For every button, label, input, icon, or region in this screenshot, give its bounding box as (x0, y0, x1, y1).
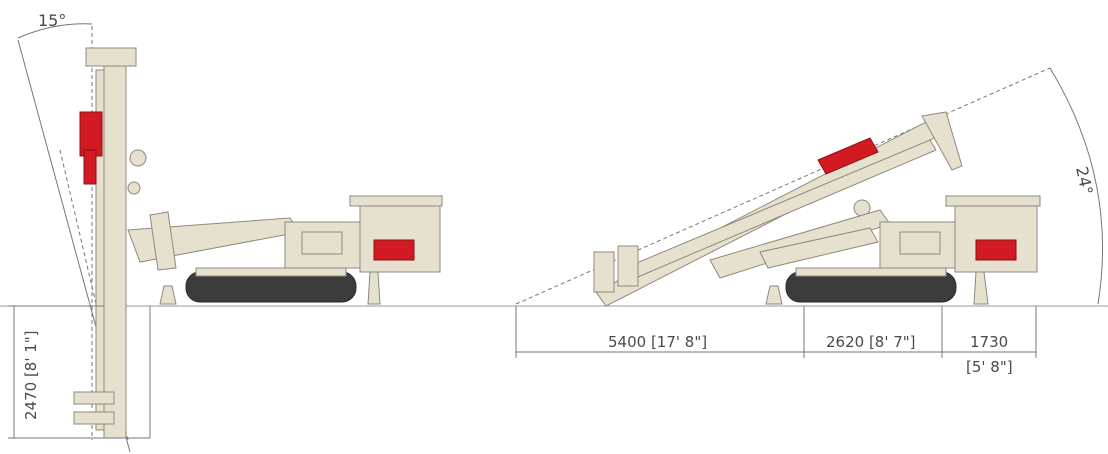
support-link (759, 227, 879, 269)
cabin-block-right (954, 199, 1038, 273)
track-frame (195, 267, 347, 277)
overhang-dim-imperial: [5' 8"] (966, 358, 1013, 376)
front-clamp-a (593, 251, 615, 293)
cabin-top-right (945, 195, 1041, 207)
rotary-head (79, 111, 103, 157)
feed-top-bracket (921, 111, 963, 171)
mast-top (85, 47, 137, 67)
left-rig-view: 15° 2470 [8' 1"] (8, 11, 443, 453)
rear-jack-right (973, 271, 989, 305)
cabin-top (349, 195, 443, 207)
control-panel (301, 231, 343, 255)
mast-inner-rail (95, 69, 105, 431)
front-clamp-b (617, 245, 639, 287)
right-rig-view: 24° 5400 [17' 8"] 2620 [8' 7"] 173 (515, 67, 1103, 376)
reach-dim-label: 5400 [17' 8"] (608, 333, 707, 351)
track-frame-right (795, 267, 947, 277)
tilt-angle-label: 15° (38, 11, 66, 30)
clamp-lower (73, 411, 115, 425)
front-jack (159, 285, 177, 305)
mast-pulley (129, 149, 147, 167)
mast (103, 57, 127, 439)
elevation-reference-line (515, 67, 1051, 305)
red-panel (373, 239, 415, 261)
rotary-head-motor (83, 149, 97, 185)
red-panel-right (975, 239, 1017, 261)
clamp-upper (73, 391, 115, 405)
tilt-angle-arc (17, 23, 93, 39)
cabin-block (359, 199, 441, 273)
depth-dim-label: 2470 [8' 1"] (22, 330, 40, 420)
control-panel-right (899, 231, 941, 255)
mast-pulley-lower (127, 181, 141, 195)
track-dim-label: 2620 [8' 7"] (826, 333, 916, 351)
boom-link (149, 211, 177, 271)
rear-jack (367, 271, 381, 305)
elevation-angle-arc (1049, 67, 1103, 305)
inclined-rotary-head (817, 137, 879, 175)
overhang-dim-label: 1730 (970, 333, 1008, 351)
front-jack-right (765, 285, 783, 305)
